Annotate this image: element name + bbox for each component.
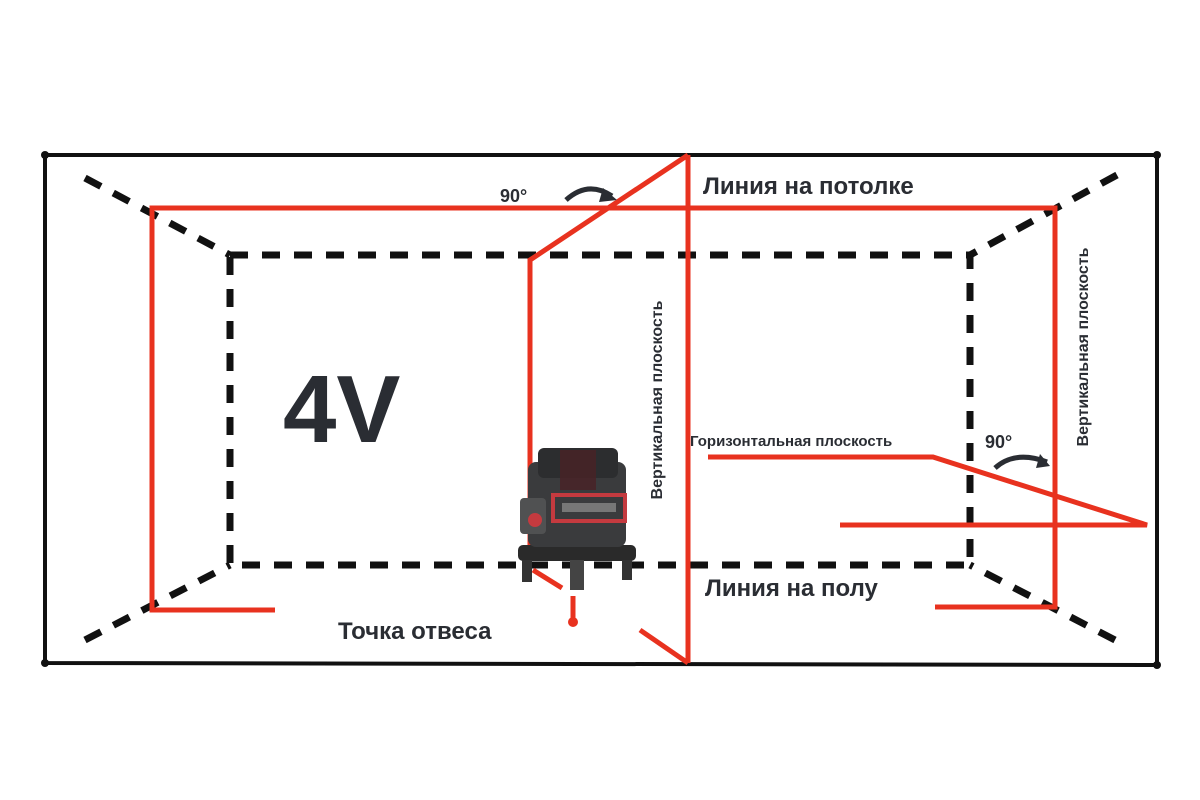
- ceiling-laser-line: [149, 205, 1058, 613]
- vertical-plane-slant: [527, 152, 690, 555]
- ceiling-line-label: Линия на потолке: [703, 173, 914, 200]
- laser-level-device-icon: [518, 448, 636, 590]
- vertical-plane-label-center: Вертикальная плоскость: [649, 300, 666, 499]
- arrowhead-top: [599, 188, 617, 202]
- horizontal-plane-line: [708, 454, 1148, 528]
- vertical-plane-label-right: Вертикальная плоскость: [1075, 247, 1092, 446]
- floor-line-label: Линия на полу: [705, 575, 879, 602]
- plumb-point-label: Точка отвеса: [338, 618, 492, 645]
- angle-label-right: 90°: [985, 432, 1012, 452]
- arrowhead-right: [1036, 454, 1050, 468]
- angle-label-top: 90°: [500, 186, 527, 206]
- room-outline: [43, 153, 1159, 668]
- plumb-point: [568, 617, 578, 627]
- room-corners: [41, 151, 1161, 669]
- model-label: 4V: [283, 356, 400, 463]
- back-wall-dashed: [83, 171, 1119, 644]
- horizontal-plane-label: Горизонтальная плоскость: [690, 433, 892, 450]
- laser-lines: [149, 152, 1148, 666]
